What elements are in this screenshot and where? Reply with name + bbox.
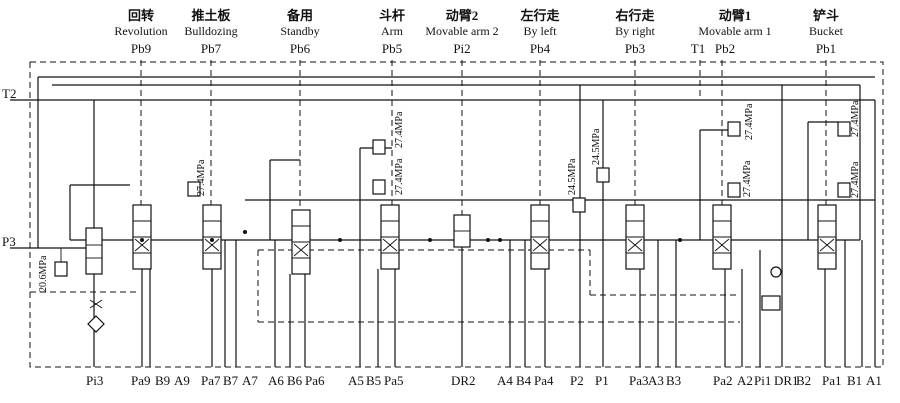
spool-standby: [269, 159, 311, 367]
section-cn-label: 铲斗: [813, 8, 839, 23]
left-relief-section: [54, 100, 105, 367]
section-headers: 回转 Revolution Pb9 推土板 Bulldozing Pb7 备用 …: [114, 8, 843, 56]
spool-bulldozing: [187, 181, 237, 367]
section-en-label: By right: [615, 24, 655, 38]
bottom-port-labels: Pi3 Pa9 B9 A9 Pa7 B7 A7 A6 B6 Pa6 A5 B5 …: [86, 373, 882, 388]
pressure-label: 27.4MPa: [394, 158, 405, 195]
bottom-port-label: Pa9: [131, 373, 151, 388]
section-pilot-label: Pb4: [530, 41, 551, 56]
pressure-label: 27.4MPa: [394, 111, 405, 148]
section-cn-label: 斗杆: [379, 8, 405, 23]
bottom-port-label: A5: [348, 373, 364, 388]
bottom-port-label: Pi3: [86, 373, 103, 388]
bottom-port-label: A3: [648, 373, 664, 388]
bottom-port-label: A4: [497, 373, 513, 388]
bottom-port-label: A1: [866, 373, 882, 388]
section-pilot-label: Pb9: [131, 41, 151, 56]
spool-by-right: [572, 85, 677, 367]
section-pilot-label: Pb1: [816, 41, 836, 56]
section-pilot-label: Pi2: [453, 41, 470, 56]
filter-icon: [87, 315, 105, 333]
bottom-port-label: P1: [595, 373, 609, 388]
section-cn-label: 动臂2: [446, 8, 479, 23]
bottom-port-label: Pa2: [713, 373, 733, 388]
bottom-port-label: B1: [847, 373, 862, 388]
section-en-label: Bulldozing: [184, 24, 237, 38]
bottom-port-label: A7: [242, 373, 258, 388]
section-pilot-label: Pb6: [290, 41, 311, 56]
bottom-port-label: Pa4: [534, 373, 554, 388]
pressure-label: 27.4MPa: [742, 160, 753, 197]
bottom-port-label: B4: [516, 373, 532, 388]
p3-port-label: P3: [2, 234, 16, 249]
valve-spools: [132, 85, 863, 367]
bottom-port-label: B6: [287, 373, 303, 388]
relief-pressure-label: 20.6MPa: [38, 255, 49, 292]
bottom-port-label: Pi1: [754, 373, 771, 388]
section-cn-label: 备用: [286, 8, 313, 23]
bottom-port-label: B9: [155, 373, 170, 388]
bottom-port-label: DR2: [451, 373, 476, 388]
t2-port-label: T2: [2, 86, 16, 101]
section-pilot-label: Pb3: [625, 41, 645, 56]
spool-revolution: [132, 204, 152, 367]
section-pilot-label: Pb2: [715, 41, 735, 56]
section-en-label: By left: [524, 24, 558, 38]
main-lines: [10, 76, 876, 367]
spool-movable-arm-2: [453, 214, 471, 367]
bottom-port-label: Pa6: [305, 373, 325, 388]
valve-housing-outline: [29, 61, 884, 368]
bottom-port-label: P2: [570, 373, 584, 388]
pilot-lines: [140, 60, 827, 225]
pressure-label: 27.4MPa: [850, 100, 861, 137]
section-pilot-label: Pb7: [201, 41, 222, 56]
bottom-port-label: B3: [666, 373, 681, 388]
pressure-label: 27.4MPa: [196, 159, 207, 196]
bottom-port-label: Pa5: [384, 373, 404, 388]
bottom-port-label: B5: [366, 373, 381, 388]
pressure-label: 27.4MPa: [850, 161, 861, 198]
bottom-port-label: Pa1: [822, 373, 842, 388]
spool-by-left: [509, 204, 550, 367]
bottom-port-label: Pa3: [629, 373, 649, 388]
section-en-label: Revolution: [114, 24, 167, 38]
spool-arm: [359, 139, 400, 367]
bottom-port-label: A2: [737, 373, 753, 388]
bottom-port-label: A6: [268, 373, 284, 388]
bottom-port-label: Pa7: [201, 373, 221, 388]
pressure-label: 24.5MPa: [567, 158, 578, 195]
section-cn-label: 推土板: [191, 8, 231, 23]
spool-movable-arm-1: [699, 85, 783, 367]
pressure-label: 27.4MPa: [744, 103, 755, 140]
bottom-port-label: B2: [796, 373, 811, 388]
spool-bucket: [807, 121, 863, 367]
bottom-port-label: B7: [223, 373, 239, 388]
t1-port-label: T1: [691, 41, 705, 56]
bottom-port-label: DR1: [774, 373, 799, 388]
section-en-label: Bucket: [809, 24, 844, 38]
section-cn-label: 回转: [128, 8, 154, 23]
section-pilot-label: Pb5: [382, 41, 402, 56]
section-cn-label: 动臂1: [719, 8, 752, 23]
bottom-port-label: A9: [174, 373, 190, 388]
section-en-label: Movable arm 2: [425, 24, 498, 38]
section-en-label: Standby: [280, 24, 319, 38]
section-cn-label: 左行走: [520, 8, 560, 23]
section-en-label: Movable arm 1: [698, 24, 771, 38]
pressure-labels: 20.6MPa 27.4MPa 27.4MPa 27.4MPa 24.5MPa …: [38, 100, 861, 292]
section-cn-label: 右行走: [614, 8, 655, 23]
section-en-label: Arm: [381, 24, 404, 38]
pressure-label: 24.5MPa: [591, 128, 602, 165]
junction-dots: [140, 230, 682, 242]
